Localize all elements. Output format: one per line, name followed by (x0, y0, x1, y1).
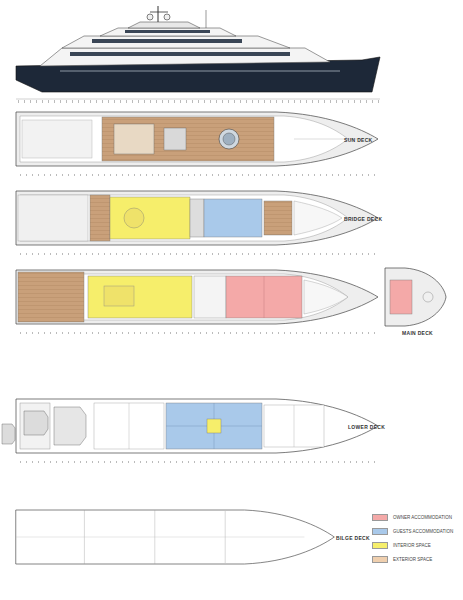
legend-row: EXTERIOR SPACE (372, 556, 432, 563)
main-deck-plan (16, 270, 380, 336)
deck-label: BILGE DECK (336, 535, 370, 541)
legend-row: GUESTS ACCOMMODATION (372, 528, 453, 535)
deck-label: BRIDGE DECK (344, 216, 382, 222)
legend-text: OWNER ACCOMMODATION (393, 515, 452, 520)
deck-label: SUN DECK (344, 137, 373, 143)
bridge-deck-plan (16, 191, 380, 257)
legend-swatch (372, 556, 388, 563)
bilge-deck-plan (16, 510, 335, 564)
legend-text: GUESTS ACCOMMODATION (393, 529, 453, 534)
deck-label: MAIN DECK (402, 330, 433, 336)
legend-swatch (372, 514, 388, 521)
lower-deck-plan (16, 399, 380, 465)
deck-label: LOWER DECK (348, 424, 385, 430)
legend-row: INTERIOR SPACE (372, 542, 431, 549)
main-deck-foredeck (385, 268, 446, 326)
tender (2, 424, 15, 444)
sun-deck-plan (16, 112, 380, 178)
legend-text: INTERIOR SPACE (393, 543, 431, 548)
profile-view (16, 6, 380, 103)
legend-swatch (372, 542, 388, 549)
legend-text: EXTERIOR SPACE (393, 557, 432, 562)
legend-swatch (372, 528, 388, 535)
legend-row: OWNER ACCOMMODATION (372, 514, 452, 521)
